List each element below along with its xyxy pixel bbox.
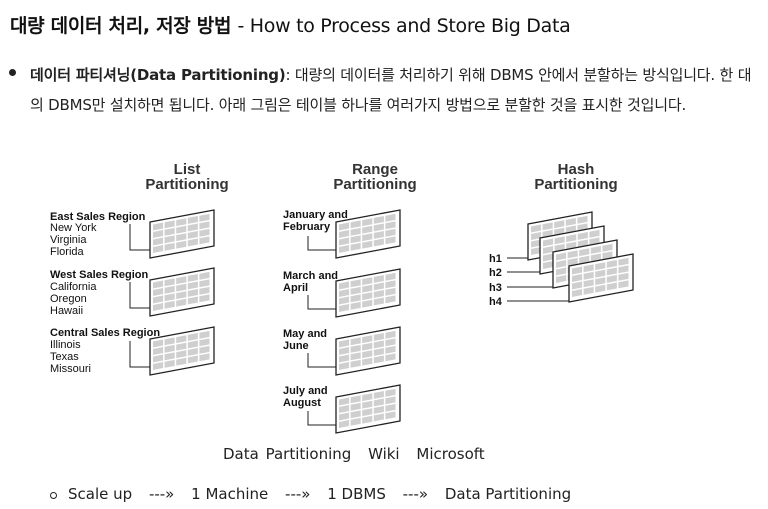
- page-title: 대량 데이터 처리, 저장 방법 - How to Process and St…: [10, 11, 571, 38]
- bullet-dot-icon: [9, 69, 16, 76]
- list-partition-table-0: [149, 209, 215, 259]
- sub-bullet-line: Scale up ---» 1 Machine ---» 1 DBMS ---»…: [68, 485, 583, 503]
- list-connector-0: [129, 224, 150, 251]
- caption-link-wiki[interactable]: Wiki: [368, 445, 400, 463]
- range-title-line1: Range: [352, 161, 398, 178]
- list-item-2-0: Illinois: [50, 339, 81, 351]
- range-partition-table-2: [335, 326, 401, 376]
- range-partition-table-0: [335, 209, 401, 259]
- list-title-line1: List: [174, 161, 201, 178]
- figure-caption: Data Partitioning Wiki Microsoft: [223, 445, 495, 463]
- list-item-2-1: Texas: [50, 351, 79, 363]
- sub-item-4: 1 DBMS: [327, 485, 386, 503]
- list-title-line2: Partitioning: [145, 176, 228, 193]
- range-partition-table-1: [335, 268, 401, 318]
- list-item-0-1: Virginia: [50, 234, 87, 246]
- list-partition-table-1: [149, 267, 215, 317]
- sub-item-0: Scale up: [68, 485, 133, 503]
- list-partition-table-2: [149, 326, 215, 376]
- title-english: - How to Process and Store Big Data: [237, 15, 571, 37]
- hash-partition-table-3: [568, 253, 634, 303]
- list-item-0-0: New York: [50, 222, 97, 234]
- list-region-0: East Sales Region: [50, 211, 146, 223]
- sub-item-3: ---»: [285, 485, 311, 503]
- range-label-2-line1: May and: [283, 328, 327, 340]
- range-label-0-line1: January and: [283, 209, 348, 221]
- range-label-3-line1: July and: [283, 385, 328, 397]
- partitioning-diagram-svg: List Partitioning Range Partitioning Has…: [50, 161, 634, 434]
- hash-key-0: h1: [489, 253, 502, 265]
- list-item-2-2: Missouri: [50, 363, 91, 375]
- range-label-3-line2: August: [283, 397, 321, 409]
- range-connector-3: [307, 411, 336, 426]
- hash-title-line1: Hash: [558, 161, 595, 178]
- range-title-line2: Partitioning: [333, 176, 416, 193]
- bullet-paragraph: 데이터 파티셔닝(Data Partitioning): 대량의 데이터를 처리…: [30, 61, 760, 120]
- range-label-0-line2: February: [283, 221, 331, 233]
- sub-item-1: ---»: [148, 485, 175, 503]
- range-connector-1: [307, 295, 336, 310]
- bullet-term: 데이터 파티셔닝(Data Partitioning): [30, 66, 286, 84]
- sub-bullet-circle-icon: [50, 492, 57, 499]
- range-label-2-line2: June: [283, 340, 309, 352]
- caption-label: Data Partitioning: [223, 445, 352, 463]
- hash-title-line2: Partitioning: [534, 176, 617, 193]
- sub-item-6: Data Partitioning: [444, 485, 572, 503]
- partitioning-diagram: List Partitioning Range Partitioning Has…: [40, 150, 680, 445]
- range-label-1-line2: April: [283, 282, 308, 294]
- list-connector-2: [129, 341, 150, 368]
- hash-key-1: h2: [489, 267, 502, 279]
- range-label-1-line1: March and: [283, 270, 338, 282]
- hash-key-3: h4: [489, 296, 503, 308]
- list-region-2: Central Sales Region: [50, 327, 160, 339]
- list-connector-1: [129, 282, 150, 309]
- sub-item-2: 1 Machine: [191, 485, 269, 503]
- caption-link-microsoft[interactable]: Microsoft: [416, 445, 485, 463]
- list-item-1-0: California: [50, 281, 97, 293]
- title-korean: 대량 데이터 처리, 저장 방법: [10, 15, 232, 37]
- list-region-1: West Sales Region: [50, 269, 148, 281]
- range-partition-table-3: [335, 384, 401, 434]
- list-item-0-2: Florida: [50, 246, 85, 258]
- list-item-1-1: Oregon: [50, 293, 87, 305]
- sub-item-5: ---»: [402, 485, 429, 503]
- bullet-text: : 대량의 데이터를 처리하기 위해 DBMS 안에서 분할하는 방식입니다. …: [30, 66, 752, 114]
- range-connector-2: [307, 353, 336, 368]
- range-connector-0: [307, 236, 336, 251]
- hash-key-2: h3: [489, 282, 502, 294]
- list-item-1-2: Hawaii: [50, 305, 83, 317]
